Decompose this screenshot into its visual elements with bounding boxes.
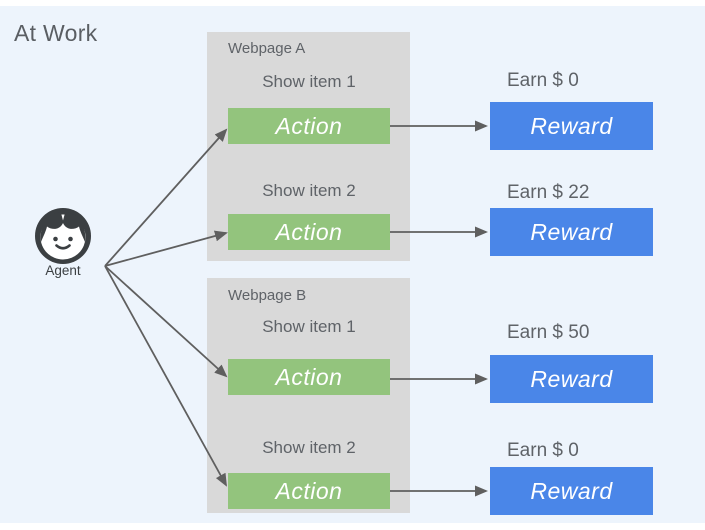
webpage-b-label: Webpage B [228, 287, 307, 304]
show-item-label: Show item 2 [262, 181, 356, 200]
page-title: At Work [14, 20, 98, 46]
action-box: Action [228, 108, 390, 144]
earn-amount-label: Earn $ 0 [507, 440, 579, 461]
earn-amount-label: Earn $ 0 [507, 70, 579, 91]
show-item-label: Show item 1 [262, 317, 356, 336]
action-box: Action [228, 473, 390, 509]
show-item-label: Show item 1 [262, 72, 356, 91]
reward-box: Reward [490, 355, 653, 403]
reward-box: Reward [490, 208, 653, 256]
show-item-label: Show item 2 [262, 438, 356, 457]
reward-box: Reward [490, 102, 653, 150]
earn-amount-label: Earn $ 22 [507, 182, 590, 203]
action-box: Action [228, 359, 390, 395]
agent-label: Agent [45, 263, 81, 278]
person-face-icon [35, 208, 91, 264]
earn-amount-label: Earn $ 50 [507, 322, 590, 343]
webpage-a-label: Webpage A [228, 40, 306, 57]
action-box: Action [228, 214, 390, 250]
reward-box: Reward [490, 467, 653, 515]
